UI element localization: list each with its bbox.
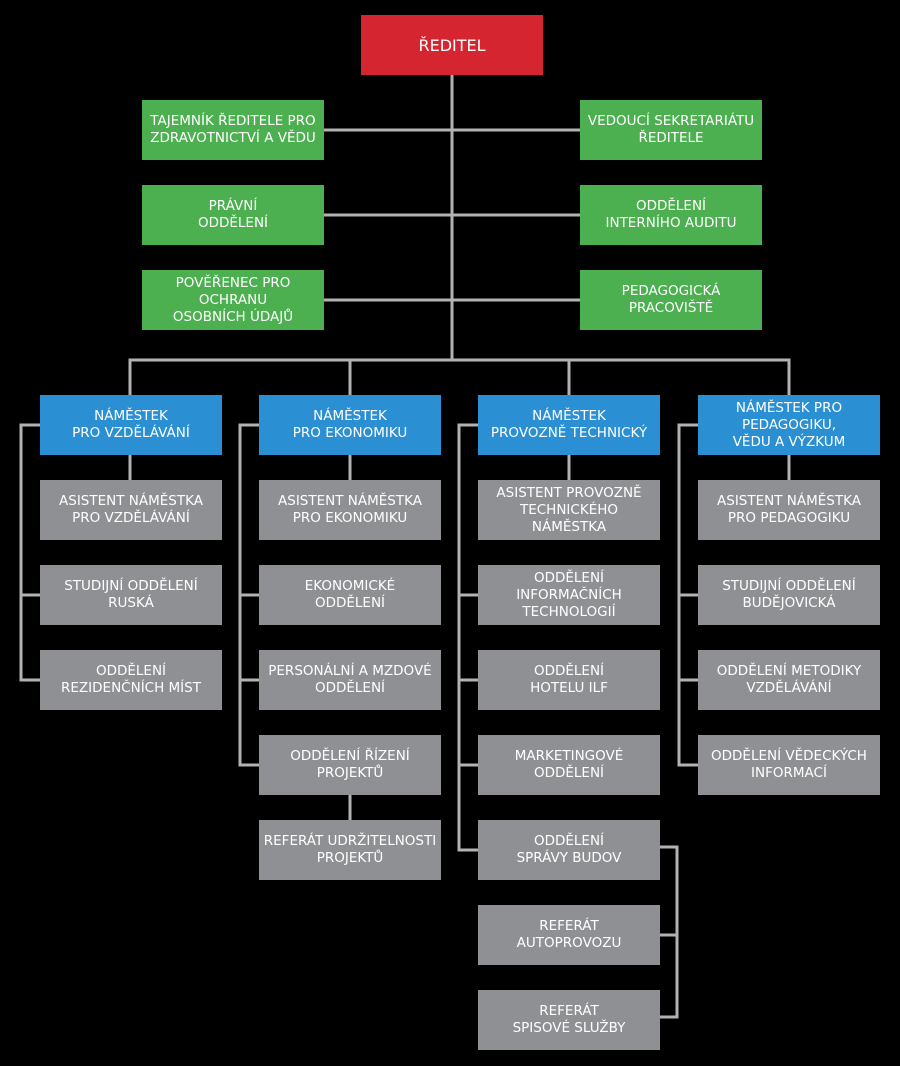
- unit-box: MARKETINGOVÉ ODDĚLENÍ: [478, 735, 660, 795]
- deputy-box-education: NÁMĚSTEK PRO VZDĚLÁVÁNÍ: [40, 395, 222, 455]
- deputy-box-economics: NÁMĚSTEK PRO EKONOMIKU: [259, 395, 441, 455]
- unit-box: ASISTENT PROVOZNĚ TECHNICKÉHO NÁMĚSTKA: [478, 480, 660, 540]
- deputy-box-pedagogy-science-research: NÁMĚSTEK PRO PEDAGOGIKU, VĚDU A VÝZKUM: [698, 395, 880, 455]
- unit-box: ODDĚLENÍ SPRÁVY BUDOV: [478, 820, 660, 880]
- unit-box: ODDĚLENÍ HOTELU ILF: [478, 650, 660, 710]
- unit-box: STUDIJNÍ ODDĚLENÍ RUSKÁ: [40, 565, 222, 625]
- staff-box-legal-department: PRÁVNÍ ODDĚLENÍ: [142, 185, 324, 245]
- staff-box-data-protection-officer: POVĚŘENEC PRO OCHRANU OSOBNÍCH ÚDAJŮ: [142, 270, 324, 330]
- unit-box: PERSONÁLNÍ A MZDOVÉ ODDĚLENÍ: [259, 650, 441, 710]
- unit-box: ODDĚLENÍ REZIDENČNÍCH MÍST: [40, 650, 222, 710]
- unit-box: ODDĚLENÍ METODIKY VZDĚLÁVÁNÍ: [698, 650, 880, 710]
- unit-box: STUDIJNÍ ODDĚLENÍ BUDĚJOVICKÁ: [698, 565, 880, 625]
- unit-box: ODDĚLENÍ ŘÍZENÍ PROJEKTŮ: [259, 735, 441, 795]
- unit-box: ODDĚLENÍ VĚDECKÝCH INFORMACÍ: [698, 735, 880, 795]
- staff-box-secretary-health-science: TAJEMNÍK ŘEDITELE PRO ZDRAVOTNICTVÍ A VĚ…: [142, 100, 324, 160]
- staff-box-secretariat-head: VEDOUCÍ SEKRETARIÁTU ŘEDITELE: [580, 100, 762, 160]
- sub-unit-box: REFERÁT UDRŽITELNOSTI PROJEKTŮ: [259, 820, 441, 880]
- unit-box: EKONOMICKÉ ODDĚLENÍ: [259, 565, 441, 625]
- staff-box-internal-audit: ODDĚLENÍ INTERNÍHO AUDITU: [580, 185, 762, 245]
- unit-box: ASISTENT NÁMĚSTKA PRO PEDAGOGIKU: [698, 480, 880, 540]
- unit-box: ASISTENT NÁMĚSTKA PRO EKONOMIKU: [259, 480, 441, 540]
- deputy-box-operations-technical: NÁMĚSTEK PROVOZNĚ TECHNICKÝ: [478, 395, 660, 455]
- unit-box: ODDĚLENÍ INFORMAČNÍCH TECHNOLOGIÍ: [478, 565, 660, 625]
- staff-box-teaching-departments: PEDAGOGICKÁ PRACOVIŠTĚ: [580, 270, 762, 330]
- director-box: ŘEDITEL: [361, 15, 543, 75]
- sub-unit-box: REFERÁT SPISOVÉ SLUŽBY: [478, 990, 660, 1050]
- sub-unit-box: REFERÁT AUTOPROVOZU: [478, 905, 660, 965]
- unit-box: ASISTENT NÁMĚSTKA PRO VZDĚLÁVÁNÍ: [40, 480, 222, 540]
